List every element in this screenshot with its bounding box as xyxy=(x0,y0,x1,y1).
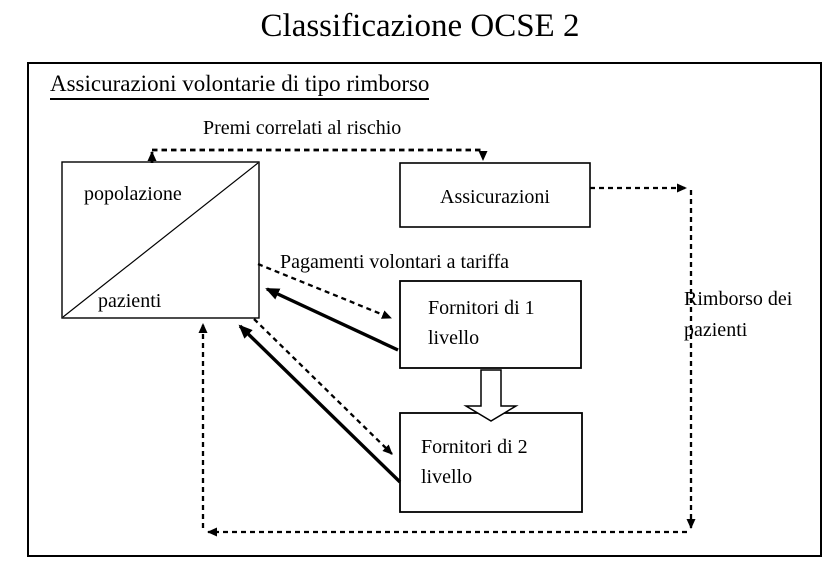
label-pagamenti-volontari: Pagamenti volontari a tariffa xyxy=(280,251,509,273)
providers-level1-box-label: Fornitori di 1 livello xyxy=(428,293,535,353)
diagram-frame xyxy=(27,62,822,557)
frame-heading-text: Assicurazioni volontarie di tipo rimbors… xyxy=(50,71,430,100)
label-rimborso-line2: pazienti xyxy=(684,319,748,341)
providers-hierarchy-block-arrow-icon xyxy=(463,369,519,422)
frame-heading: Assicurazioni volontarie di tipo rimbors… xyxy=(50,71,430,100)
payment-level1-dashed-arrow xyxy=(257,262,392,320)
provision-level1-solid-arrow xyxy=(265,287,399,352)
providers-level2-box xyxy=(399,412,583,513)
label-premi-correlati: Premi correlati al rischio xyxy=(203,117,402,139)
providers-level1-label-line2: livello xyxy=(428,327,480,349)
population-box-upper-label: popolazione xyxy=(84,183,182,205)
page-title: Classificazione OCSE 2 xyxy=(260,8,580,44)
providers-level2-label-line1: Fornitori di 2 xyxy=(421,436,528,458)
insurers-box-label: Assicurazioni xyxy=(440,186,550,208)
providers-level2-label-line2: livello xyxy=(421,466,473,488)
label-rimborso-pazienti: Rimborso dei pazienti xyxy=(684,284,824,346)
insurers-box xyxy=(399,162,591,228)
population-box-lower-label: pazienti xyxy=(98,290,162,312)
provision-level2-solid-arrow xyxy=(238,324,402,484)
providers-level1-label-line1: Fornitori di 1 xyxy=(428,297,535,319)
label-rimborso-line1: Rimborso dei xyxy=(684,288,793,310)
providers-level1-box xyxy=(399,280,582,369)
providers-level2-box-label: Fornitori di 2 livello xyxy=(421,432,528,492)
premi-connector-arrow xyxy=(152,148,488,161)
population-diagonal-divider xyxy=(62,162,259,318)
